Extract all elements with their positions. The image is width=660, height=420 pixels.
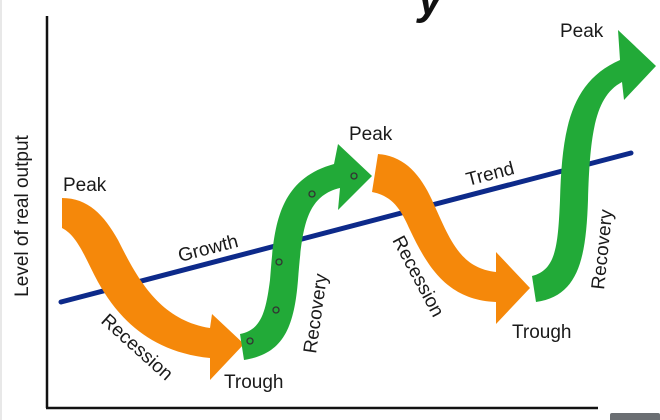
left-edge-border [0, 0, 2, 420]
point-label-peak-1: Peak [63, 175, 107, 196]
point-label-trough-1: Trough [224, 372, 284, 393]
recession-arrow-1 [62, 198, 244, 380]
recession-arrow-2 [372, 154, 530, 324]
dot-icon [275, 258, 283, 266]
corner-scroll-indicator [610, 413, 660, 420]
recovery-dots [246, 172, 358, 345]
dot-icon [308, 190, 316, 198]
dot-icon [246, 337, 254, 345]
point-label-trough-2: Trough [512, 322, 572, 343]
title-fragment: y [416, 0, 445, 24]
phase-label-recovery-1: Recovery [300, 272, 332, 355]
point-label-peak-3: Peak [560, 21, 604, 42]
recovery-arrow-2 [532, 30, 656, 302]
dot-icon [350, 172, 358, 180]
trend-line [58, 150, 634, 305]
recovery-arrow-1 [240, 144, 372, 360]
phase-label-recovery-2: Recovery [588, 208, 617, 291]
point-label-peak-2: Peak [349, 124, 393, 145]
dot-icon [272, 306, 280, 314]
y-axis-label: Level of real output [12, 134, 33, 296]
